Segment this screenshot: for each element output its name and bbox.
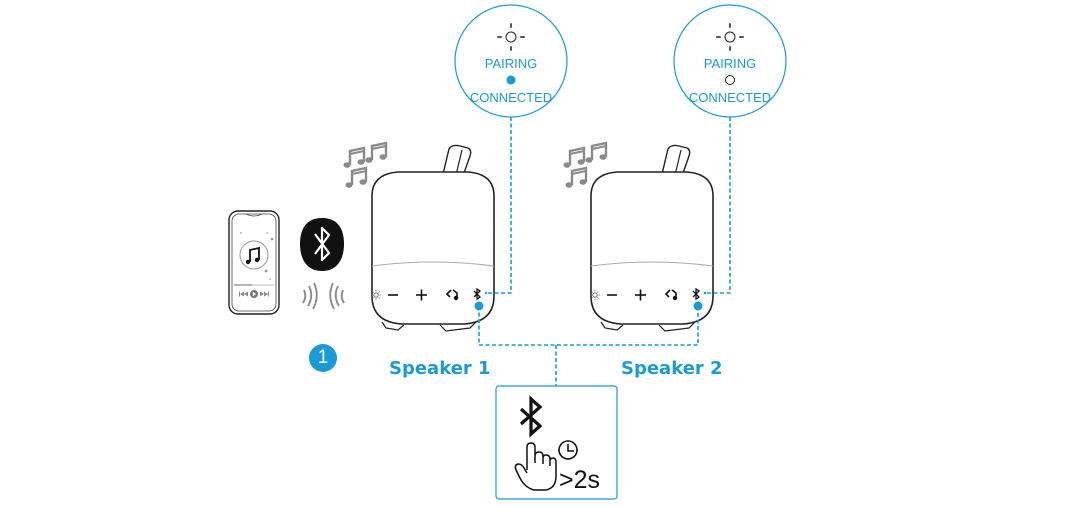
party-mode-button[interactable] bbox=[445, 289, 459, 301]
hold-duration-text: >2s bbox=[559, 466, 600, 494]
play-icon bbox=[250, 290, 258, 298]
speaker-strap bbox=[661, 144, 691, 177]
connected-label: CONNECTED bbox=[470, 90, 552, 105]
speaker-1 bbox=[342, 141, 495, 332]
pairing-label: PAIRING bbox=[704, 56, 757, 71]
led-light-icon bbox=[497, 23, 525, 51]
light-button[interactable] bbox=[590, 290, 600, 300]
speaker-1-label: Speaker 1 bbox=[389, 358, 491, 379]
next-track-icon bbox=[260, 291, 269, 297]
party-mode-button[interactable] bbox=[664, 289, 678, 301]
smartphone bbox=[228, 210, 280, 315]
speaker-2-label: Speaker 2 bbox=[621, 358, 723, 379]
previous-track-icon bbox=[239, 291, 248, 297]
indicator-bubble-speaker-1: PAIRING CONNECTED bbox=[454, 4, 568, 118]
bluetooth-icon bbox=[314, 226, 331, 262]
indicator-bubble-speaker-2: PAIRING CONNECTED bbox=[673, 4, 787, 118]
instruction-box: >2s bbox=[495, 385, 618, 500]
bluetooth-button-highlight bbox=[693, 301, 703, 311]
speaker-body bbox=[371, 171, 495, 325]
speaker-strap bbox=[442, 144, 472, 177]
clock-icon bbox=[558, 440, 578, 460]
signal-waves-icon bbox=[302, 282, 345, 310]
connector-lines bbox=[478, 117, 731, 386]
step-number-badge: 1 bbox=[309, 344, 337, 372]
light-button[interactable] bbox=[371, 290, 381, 300]
bluetooth-badge bbox=[300, 218, 344, 271]
pairing-label: PAIRING bbox=[485, 56, 538, 71]
speaker-body bbox=[590, 171, 714, 325]
volume-up-button[interactable] bbox=[635, 289, 646, 301]
control-buttons bbox=[371, 287, 482, 301]
bluetooth-button-highlight bbox=[474, 301, 484, 311]
connected-status-dot bbox=[506, 75, 516, 85]
speaker-2 bbox=[562, 141, 714, 332]
connected-status-dot bbox=[725, 75, 735, 85]
bluetooth-button[interactable] bbox=[473, 287, 482, 301]
music-note-icon bbox=[245, 246, 260, 265]
volume-up-button[interactable] bbox=[416, 289, 427, 301]
bluetooth-icon bbox=[519, 395, 543, 438]
bluetooth-button[interactable] bbox=[692, 287, 701, 301]
led-light-icon bbox=[716, 23, 744, 51]
connected-label: CONNECTED bbox=[689, 90, 771, 105]
control-buttons bbox=[590, 287, 701, 301]
press-hand-icon bbox=[514, 442, 557, 491]
